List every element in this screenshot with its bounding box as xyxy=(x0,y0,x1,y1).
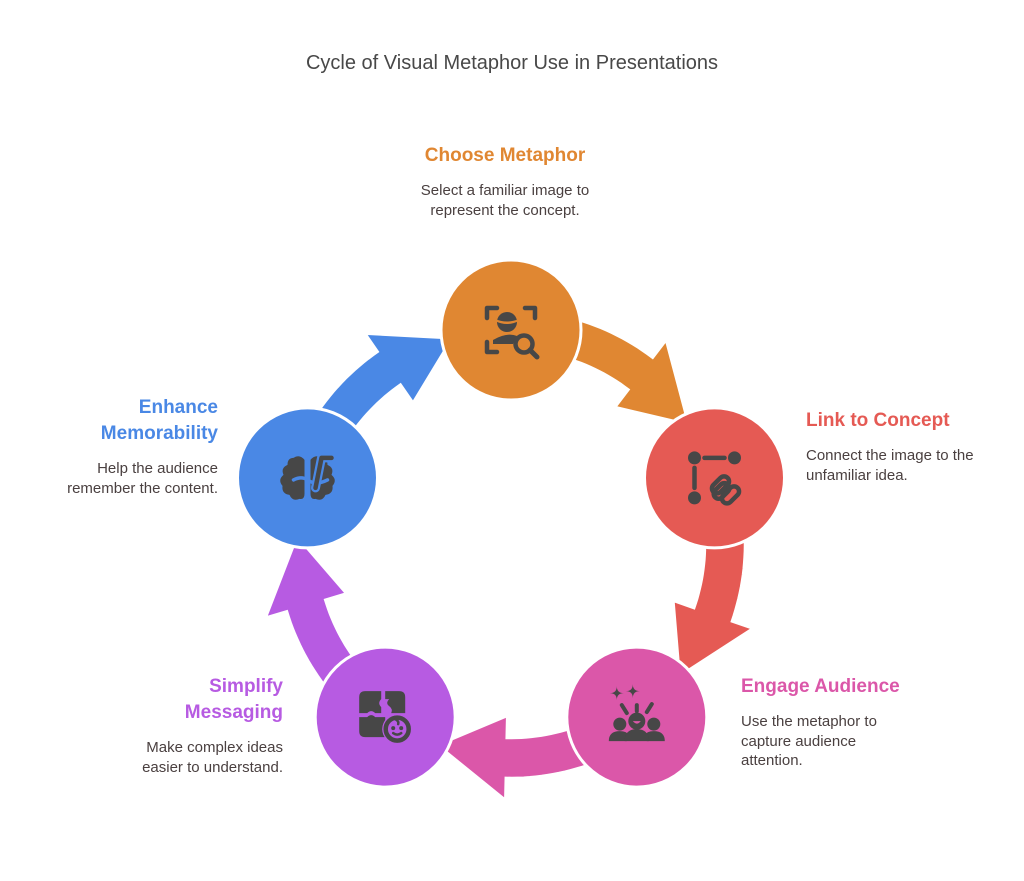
stage-label-enhance-memorability: Enhance Memorability Help the audience r… xyxy=(18,395,218,498)
stage-title: Engage Audience xyxy=(741,676,900,697)
stage-description: Select a familiar image to represent the… xyxy=(420,182,590,219)
stage-title: Enhance Memorability xyxy=(100,397,218,444)
stage-label-choose-metaphor: Choose Metaphor Select a familiar image … xyxy=(360,143,650,220)
stage-title: Simplify Messaging xyxy=(184,676,283,723)
face-recognition-search-icon xyxy=(484,305,540,360)
puzzle-child-icon xyxy=(359,691,413,745)
stage-title: Choose Metaphor xyxy=(424,145,586,166)
stage-description: Help the audience remember the content. xyxy=(67,460,218,497)
stage-description: Make complex ideas easier to understand. xyxy=(142,739,283,776)
stage-node-choose-metaphor xyxy=(439,258,583,402)
stage-title: Link to Concept xyxy=(806,410,950,431)
stage-label-engage-audience: Engage Audience Use the metaphor to capt… xyxy=(741,674,951,771)
stage-node-link-to-concept xyxy=(643,406,786,550)
excited-audience-icon xyxy=(608,684,665,742)
stage-node-enhance-memorability xyxy=(236,406,379,550)
stage-label-link-to-concept: Link to Concept Connect the image to the… xyxy=(806,408,1016,485)
link-nodes-icon xyxy=(688,451,742,506)
brain-straw-icon xyxy=(280,453,336,500)
cycle-circles xyxy=(236,258,786,789)
stage-node-simplify-messaging xyxy=(313,645,457,789)
diagram-title: Cycle of Visual Metaphor Use in Presenta… xyxy=(305,52,719,74)
stage-node-engage-audience xyxy=(565,645,709,789)
stage-description: Use the metaphor to capture audience att… xyxy=(741,713,877,769)
stage-description: Connect the image to the unfamiliar idea… xyxy=(806,447,974,484)
stage-circle xyxy=(643,406,786,550)
stage-label-simplify-messaging: Simplify Messaging Make complex ideas ea… xyxy=(83,674,283,777)
